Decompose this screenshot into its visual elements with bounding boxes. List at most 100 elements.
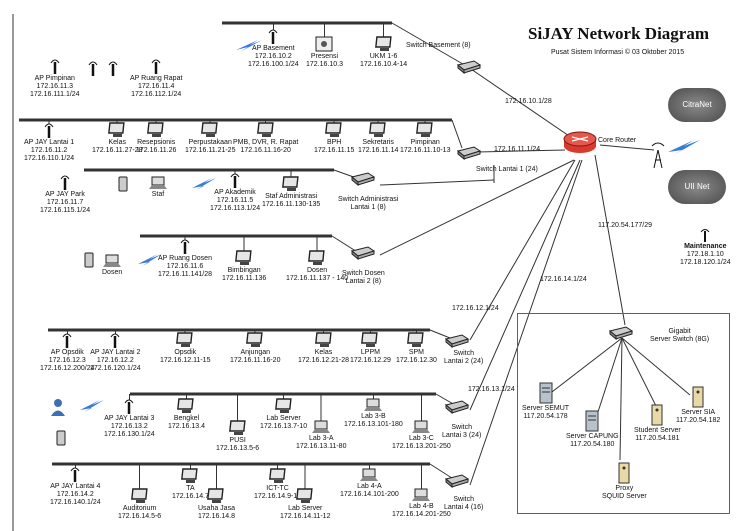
node-ip: 172.16.10.3 bbox=[306, 61, 343, 68]
dosen-node: Dosen bbox=[102, 254, 122, 277]
node-ip: 172.16.14.11-12 bbox=[280, 513, 331, 520]
laptop-icon bbox=[360, 468, 379, 481]
node-name: AP Basement bbox=[251, 45, 295, 52]
node-ip: 172.16.11.26 bbox=[136, 147, 177, 154]
node-name: Pimpinan bbox=[410, 139, 440, 146]
node-ip: 172.16.10.2 bbox=[254, 53, 292, 60]
switch-label: Switch Lantai 1 (24) bbox=[476, 166, 538, 174]
node-ip: 172.16.11.3 bbox=[36, 83, 74, 90]
node-name: Sekretaris bbox=[362, 139, 394, 146]
core-router-icon bbox=[563, 131, 597, 153]
node-ip: 172.16.11.27-28 bbox=[92, 147, 143, 154]
node-ip: 172.16.13.7-10 bbox=[260, 423, 308, 430]
laptop-icon bbox=[412, 420, 431, 433]
computer-icon bbox=[108, 122, 125, 137]
server-room-box bbox=[517, 313, 730, 514]
node-ip: 172.16.11.2 bbox=[30, 147, 68, 154]
node-name: AP JAY Lantai 3 bbox=[104, 415, 155, 422]
computer-icon bbox=[407, 332, 425, 347]
tower-server-icon bbox=[692, 386, 704, 408]
fingerprint-scanner-icon bbox=[315, 36, 333, 52]
switch-label-line: Switch bbox=[451, 424, 472, 431]
access-point-icon bbox=[151, 59, 161, 74]
computer-icon bbox=[314, 332, 332, 347]
node-name: Staf Administrasi bbox=[265, 193, 318, 200]
node-name: Lab 4-B bbox=[409, 503, 434, 510]
switch-label-line: Lantai 4 (16) bbox=[444, 504, 484, 511]
computer-icon bbox=[296, 488, 313, 503]
node-name: Auditorium bbox=[122, 505, 157, 512]
node-name: AP JAY Lantai 4 bbox=[50, 483, 101, 490]
switch-icon bbox=[350, 172, 376, 187]
node-name: AP JAY Lantai 2 bbox=[90, 349, 141, 356]
laptop-icon bbox=[149, 176, 167, 189]
node-ip: 117.20.54.182 bbox=[676, 417, 721, 424]
node-name: Kelas bbox=[108, 139, 126, 146]
node-ip: 172.16.11.4 bbox=[137, 83, 175, 90]
computer-icon bbox=[325, 122, 342, 137]
wireless-bolt-icon bbox=[668, 140, 700, 156]
computer-icon bbox=[201, 122, 218, 137]
computer-icon bbox=[228, 420, 246, 435]
node-subnet: 172.16.113.1/24 bbox=[210, 205, 261, 212]
switch-label-line: Lantai 2 (8) bbox=[345, 278, 382, 285]
node-name: Resepsionis bbox=[137, 139, 176, 146]
network-switch bbox=[350, 246, 376, 263]
antenna-tower-icon bbox=[651, 142, 665, 169]
node-name: Lab Server bbox=[288, 505, 323, 512]
node-name: AP Ruang Dosen bbox=[158, 255, 212, 262]
computer-icon bbox=[176, 332, 193, 347]
node-ip: 172.16.13.101-180 bbox=[344, 421, 403, 428]
node-name: PUSI bbox=[229, 437, 246, 444]
node-subnet: 172.16.112.1/24 bbox=[131, 91, 182, 98]
switch-label-line: Switch bbox=[453, 496, 474, 503]
node-ip: 172.16.14.5-6 bbox=[118, 513, 162, 520]
maintenance-label: Maintenance bbox=[684, 243, 727, 250]
node-ip: 172.16.12.11-15 bbox=[160, 357, 211, 364]
node-ip: 172.16.14.9-10 bbox=[254, 493, 302, 500]
computer-icon bbox=[181, 468, 199, 483]
node-name: Opsdik bbox=[174, 349, 197, 356]
link-gigabit: 117.20.54.177/29 bbox=[598, 222, 652, 229]
access-point-icon bbox=[60, 175, 70, 190]
laptop-icon bbox=[364, 398, 383, 411]
node-name: Bengkel bbox=[173, 415, 200, 422]
node-subnet: 172.16.140.1/24 bbox=[50, 499, 101, 506]
node-ip: 172.16.12.21-28 bbox=[298, 357, 349, 364]
switch-icon bbox=[608, 326, 634, 341]
node-name: Server SEMUT bbox=[522, 405, 570, 412]
node-ip: 172.16.11.16-20 bbox=[230, 357, 281, 364]
computer-icon bbox=[361, 332, 379, 347]
node-subnet: 172.16.130.1/24 bbox=[104, 431, 155, 438]
node-name: Lab Server bbox=[266, 415, 301, 422]
switch-label-line: Switch Administrasi bbox=[338, 196, 399, 203]
node-subnet: 172.16.110.1/24 bbox=[24, 155, 75, 162]
node-ip: SQUID Server bbox=[602, 493, 647, 500]
node-name: Server SIA bbox=[681, 409, 716, 416]
server-icon bbox=[585, 410, 599, 432]
node-ip: 172.16.14.201-250 bbox=[392, 511, 451, 518]
access-point-icon bbox=[70, 467, 80, 482]
node-name: ICT-TC bbox=[266, 485, 289, 492]
switch-label: Switch Basement (8) bbox=[406, 42, 471, 50]
